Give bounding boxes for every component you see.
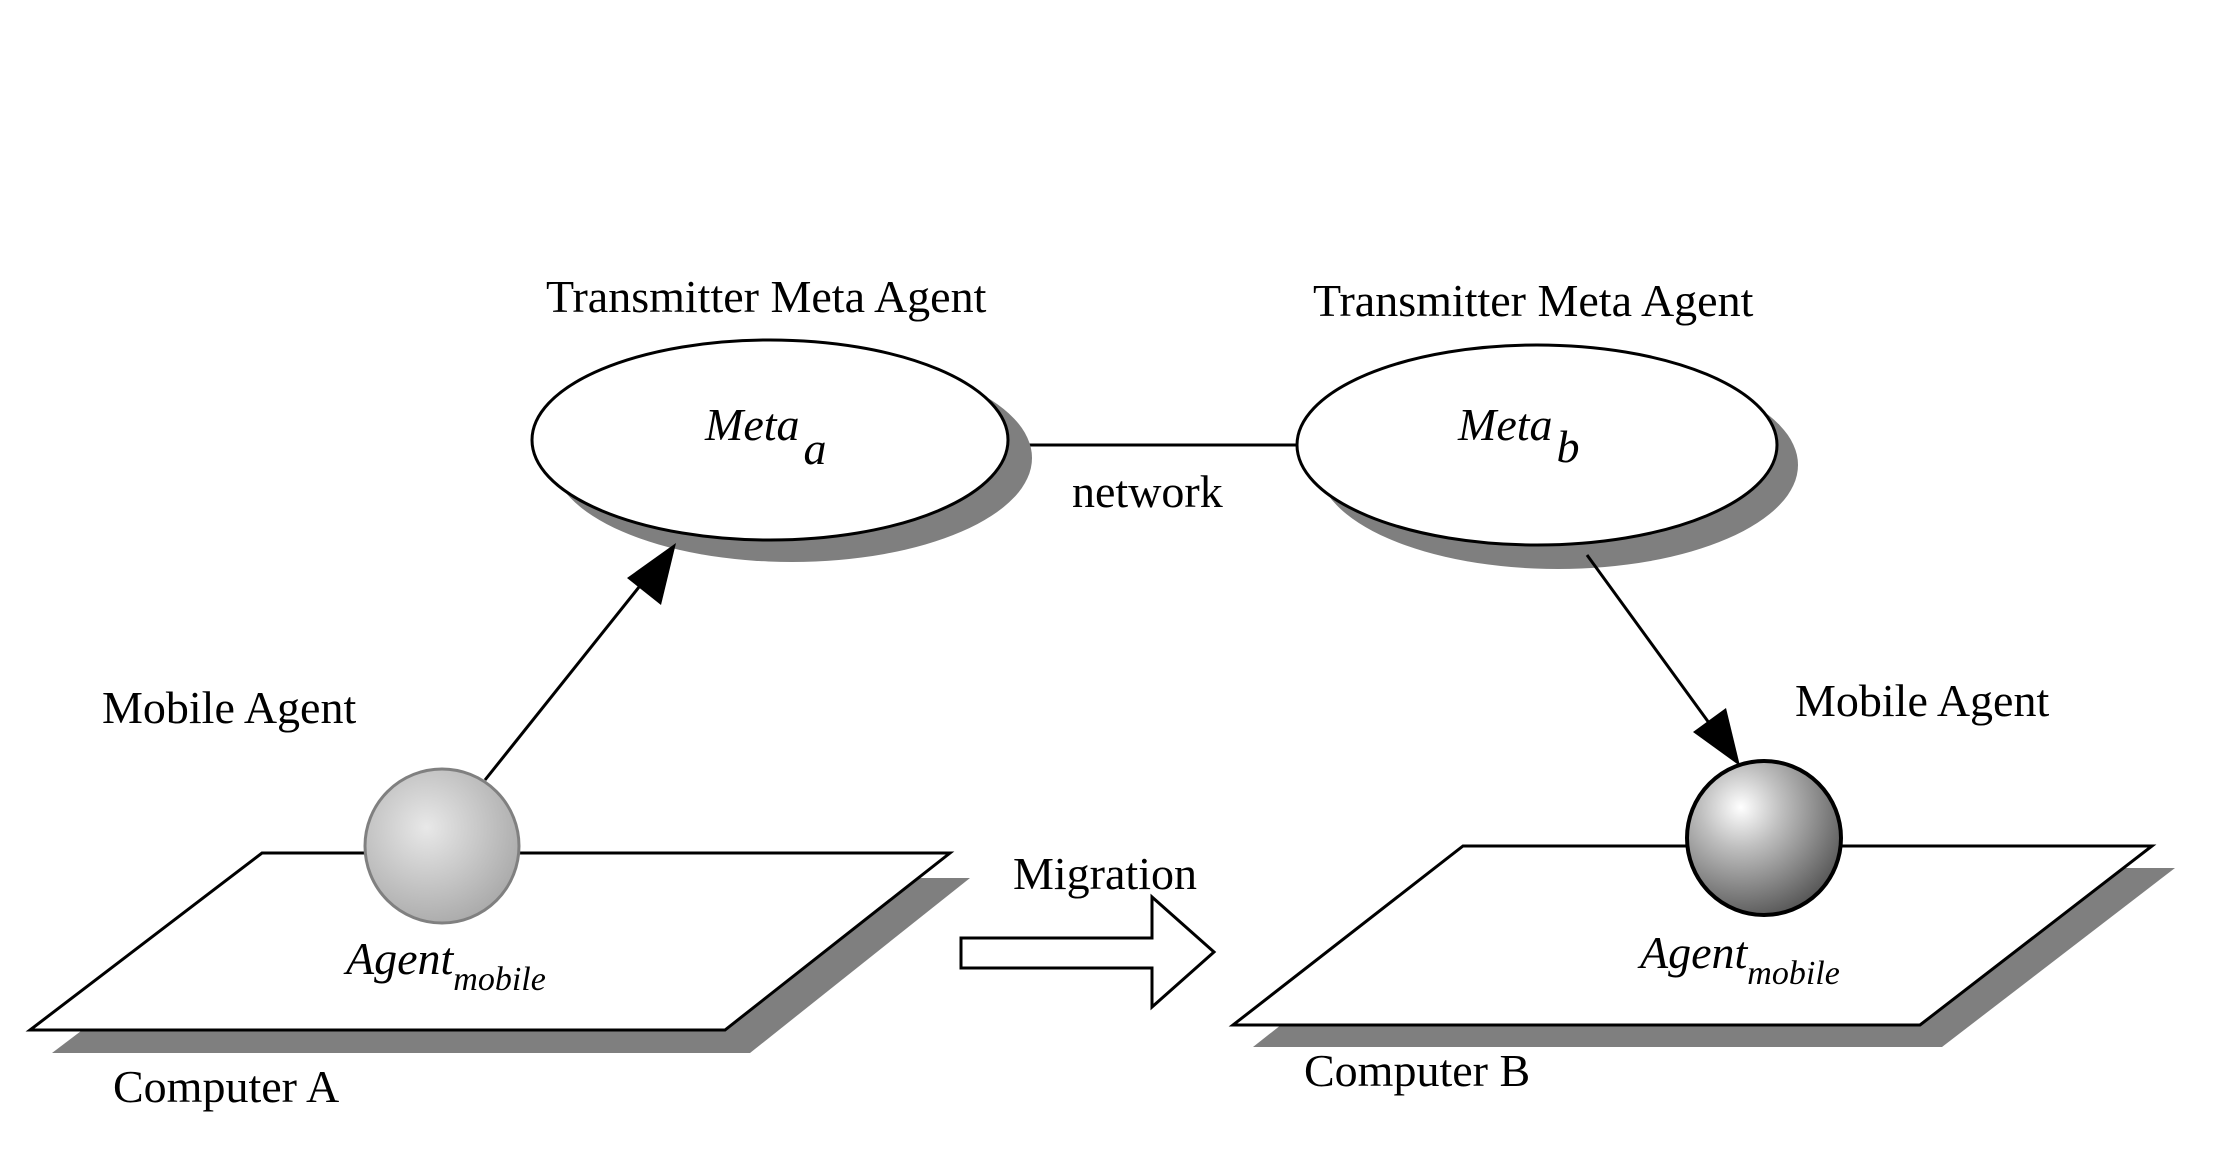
transmitter-left-label: Transmitter Meta Agent (546, 271, 987, 322)
arrowhead-down (1693, 708, 1740, 766)
meta-a-ellipse (530, 338, 1010, 542)
agent-right-base: Agent (1637, 927, 1749, 978)
agent-right-sub: mobile (1747, 955, 1840, 992)
computer-a-platform (25, 851, 970, 1053)
meta-b-ellipse (1295, 343, 1779, 547)
meta-b-label: Metab (1457, 399, 1580, 472)
meta-a-base: Meta (704, 399, 800, 450)
migration-label: Migration (1013, 848, 1197, 899)
computer-b-platform (1228, 844, 2175, 1047)
agent-left-base: Agent (343, 933, 455, 984)
meta-a-sub: a (804, 423, 827, 474)
meta-a-label: Metaa (704, 399, 827, 474)
arrowhead-up (627, 543, 676, 605)
agent-left-label: Agentmobile (343, 933, 546, 998)
meta-b-base: Meta (1457, 399, 1553, 450)
transmitter-right-label: Transmitter Meta Agent (1313, 275, 1754, 326)
migration-arrow (959, 893, 1217, 1011)
agent-left-sub: mobile (453, 961, 546, 998)
arrow-agent-to-meta-a (483, 543, 676, 781)
mobile-agent-b-sphere (1685, 759, 1843, 917)
computer-b-label: Computer B (1304, 1045, 1530, 1096)
network-label: network (1072, 466, 1223, 517)
mobile-agent-left-label: Mobile Agent (102, 682, 356, 733)
agent-right-label: Agentmobile (1637, 927, 1840, 992)
meta-b-node (1295, 343, 1798, 569)
computer-b-platform-surface (1228, 844, 2157, 1027)
mobile-agent-right-label: Mobile Agent (1795, 675, 2049, 726)
computer-a-platform-surface (25, 851, 955, 1032)
arrow-meta-b-to-agent (1585, 554, 1740, 766)
meta-b-sub: b (1557, 421, 1580, 472)
meta-a-node (530, 338, 1032, 562)
mobile-agent-a-sphere (363, 767, 521, 925)
computer-a-label: Computer A (113, 1061, 339, 1112)
